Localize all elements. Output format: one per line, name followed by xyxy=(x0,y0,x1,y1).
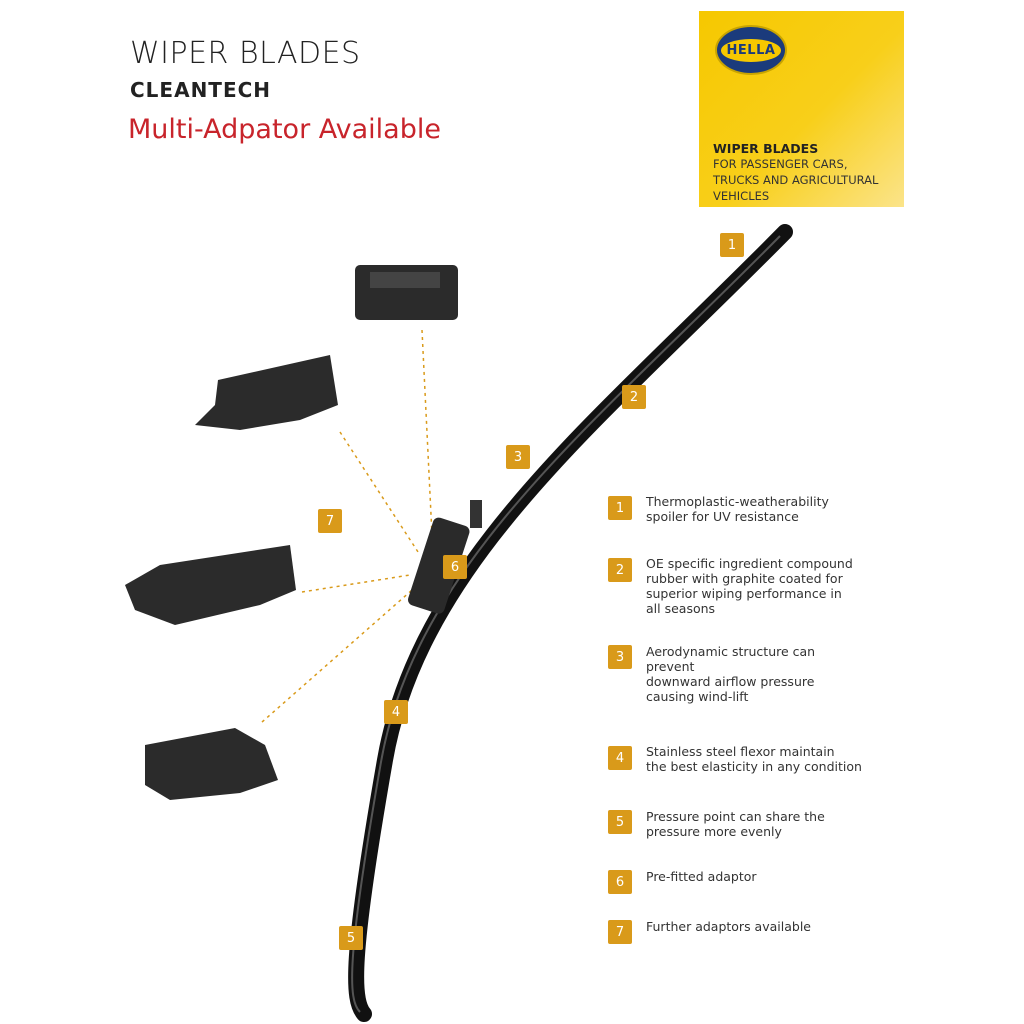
legend-line: Further adaptors available xyxy=(646,919,811,934)
callout-badge-7: 7 xyxy=(318,509,342,533)
legend-line: rubber with graphite coated for xyxy=(646,571,843,586)
adaptor-1 xyxy=(355,265,458,320)
legend-line: all seasons xyxy=(646,601,716,616)
legend-line: Stainless steel flexor maintain xyxy=(646,744,835,759)
callout-badge-4: 4 xyxy=(384,700,408,724)
product-name: CLEANTECH xyxy=(130,78,272,102)
wiper-blade-highlight xyxy=(351,235,781,1013)
legend-line: OE specific ingredient compound xyxy=(646,556,853,571)
legend-item-3: Aerodynamic structure can prevent downwa… xyxy=(646,644,866,704)
legend-line: the best elasticity in any condition xyxy=(646,759,862,774)
legend-badge: 6 xyxy=(608,870,632,894)
legend-badge: 1 xyxy=(608,496,632,520)
dashed-leader-lines xyxy=(261,329,433,723)
pre-fitted-adaptor xyxy=(408,500,482,614)
callout-badge-1: 1 xyxy=(720,233,744,257)
adaptor-3 xyxy=(125,545,296,625)
brand-box-line: VEHICLES xyxy=(713,189,770,203)
callout-badge-3: 3 xyxy=(506,445,530,469)
legend-item-6: Pre-fitted adaptor xyxy=(646,869,866,884)
brand-box-title: WIPER BLADES xyxy=(713,141,819,156)
legend-badge: 5 xyxy=(608,810,632,834)
brand-box-line: FOR PASSENGER CARS, xyxy=(713,157,848,171)
legend-item-7: Further adaptors available xyxy=(646,919,866,934)
legend-item-1: Thermoplastic-weatherability spoiler for… xyxy=(646,494,866,524)
brand-box-line: TRUCKS AND AGRICULTURAL xyxy=(713,173,879,187)
tagline: Multi-Adpator Available xyxy=(128,114,441,145)
legend-item-2: OE specific ingredient compound rubber w… xyxy=(646,556,866,616)
legend-badge: 7 xyxy=(608,920,632,944)
hella-logo: HELLA xyxy=(715,25,787,75)
callout-badge-5: 5 xyxy=(339,926,363,950)
legend-line: Pressure point can share the xyxy=(646,809,825,824)
legend-item-4: Stainless steel flexor maintain the best… xyxy=(646,744,886,774)
legend-badge: 3 xyxy=(608,645,632,669)
logo-text: HELLA xyxy=(720,38,782,62)
callout-badge-2: 2 xyxy=(622,385,646,409)
wiper-blade xyxy=(348,224,793,1022)
legend-item-5: Pressure point can share the pressure mo… xyxy=(646,809,866,839)
legend-badge: 4 xyxy=(608,746,632,770)
callout-badge-6: 6 xyxy=(443,555,467,579)
adaptor-2 xyxy=(195,355,338,430)
legend-line: downward airflow pressure xyxy=(646,674,815,689)
legend-badge: 2 xyxy=(608,558,632,582)
legend-line: Aerodynamic structure can prevent xyxy=(646,644,816,674)
legend-line: pressure more evenly xyxy=(646,824,782,839)
legend-line: causing wind-lift xyxy=(646,689,749,704)
legend-line: Pre-fitted adaptor xyxy=(646,869,757,884)
brand-box: HELLA WIPER BLADES FOR PASSENGER CARS, T… xyxy=(699,11,904,207)
legend-line: spoiler for UV resistance xyxy=(646,509,799,524)
legend-line: superior wiping performance in xyxy=(646,586,842,601)
adaptor-4 xyxy=(145,728,278,800)
page-title: WIPER BLADES xyxy=(130,36,361,71)
legend-line: Thermoplastic-weatherability xyxy=(646,494,829,509)
